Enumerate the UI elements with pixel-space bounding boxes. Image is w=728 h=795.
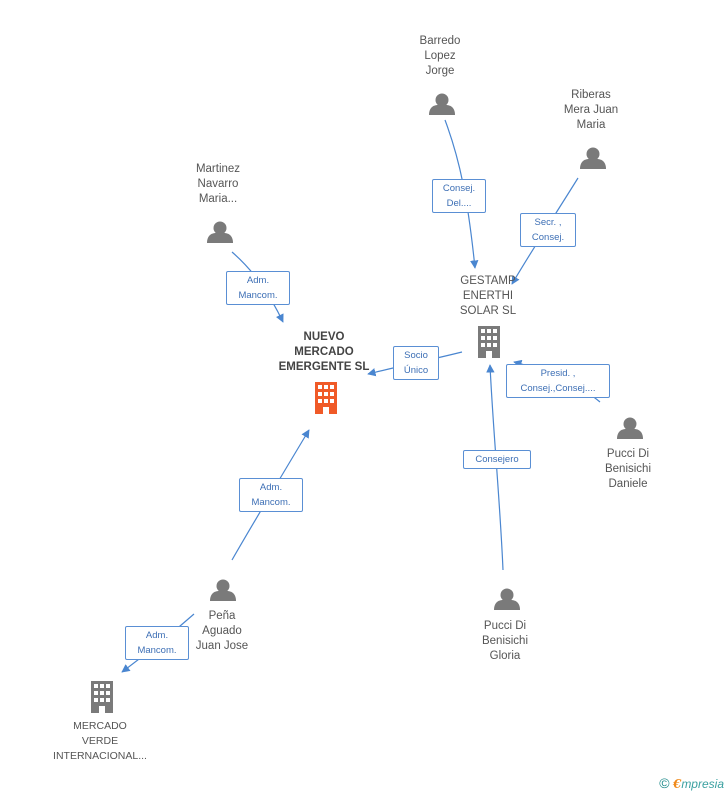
person-icon[interactable] [429, 93, 455, 116]
person-icon[interactable] [210, 579, 236, 602]
person-icon[interactable] [207, 221, 233, 244]
brand-text: mpresia [681, 777, 724, 791]
person-icon[interactable] [494, 588, 520, 611]
person-icon[interactable] [617, 417, 643, 440]
brand-logo[interactable]: © €mpresia [659, 775, 724, 791]
copyright-icon: © [659, 775, 670, 791]
role-label: Adm. Mancom. [226, 271, 290, 305]
person-icon[interactable] [580, 147, 606, 170]
role-label: Adm. Mancom. [125, 626, 189, 660]
role-label: Secr. , Consej. [520, 213, 576, 247]
node-riberas[interactable]: Riberas Mera Juan Maria [563, 89, 619, 131]
node-pena[interactable]: Peña Aguado Juan Jose [195, 610, 249, 652]
building-icon-main[interactable] [315, 382, 337, 414]
brand-e: € [672, 777, 682, 791]
role-label: Adm. Mancom. [239, 478, 303, 512]
node-nuevo-mercado[interactable]: NUEVO MERCADO EMERGENTE SL [278, 331, 370, 373]
node-gestamp[interactable]: GESTAMP ENERTHI SOLAR SL [459, 275, 517, 317]
building-icon[interactable] [478, 326, 500, 358]
role-label: Socio Único [393, 346, 439, 380]
node-mercado-verde[interactable]: MERCADO VERDE INTERNACIONAL... [53, 720, 147, 762]
node-pucci-daniele[interactable]: Pucci Di Benisichi Daniele [604, 448, 652, 490]
role-label: Presid. , Consej.,Consej.... [506, 364, 610, 398]
role-label: Consejero [463, 450, 531, 469]
node-pucci-gloria[interactable]: Pucci Di Benisichi Gloria [481, 620, 529, 662]
role-label: Consej. Del.... [432, 179, 486, 213]
node-martinez[interactable]: Martinez Navarro Maria... [195, 163, 241, 205]
building-icon[interactable] [91, 681, 113, 713]
node-barredo[interactable]: Barredo Lopez Jorge [419, 35, 461, 77]
